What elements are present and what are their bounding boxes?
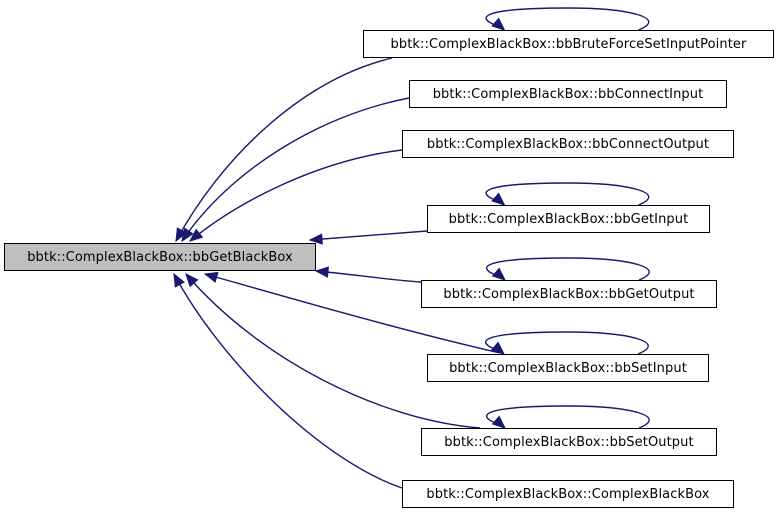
node-bbConnectInput[interactable]: bbtk::ComplexBlackBox::bbConnectInput: [409, 80, 727, 108]
self-loop-getoutput: [485, 257, 650, 281]
arrowhead-setinput: [203, 271, 219, 283]
edge-getinput-to-getblackbox: [309, 230, 428, 241]
edge-connectoutput-to-getblackbox: [189, 149, 403, 242]
edge-bruteforce-to-getblackbox: [175, 57, 393, 242]
self-loop-arrowhead-getinput: [491, 192, 506, 206]
node-bbGetOutput[interactable]: bbtk::ComplexBlackBox::bbGetOutput: [421, 280, 717, 308]
node-bbSetInput[interactable]: bbtk::ComplexBlackBox::bbSetInput: [427, 354, 709, 382]
self-loop-bruteforce: [485, 7, 650, 31]
arrowhead-ctor: [173, 272, 185, 288]
node-bbSetOutput[interactable]: bbtk::ComplexBlackBox::bbSetOutput: [421, 428, 717, 456]
arrowhead-connectinput: [181, 227, 194, 243]
self-loop-getinput: [485, 182, 650, 206]
self-loop-arrowhead-setoutput: [491, 415, 506, 429]
arrowhead-getinput: [308, 233, 323, 245]
node-bbGetInput[interactable]: bbtk::ComplexBlackBox::bbGetInput: [427, 205, 710, 233]
edge-ctor-to-getblackbox: [173, 273, 403, 489]
self-loop-setoutput: [485, 405, 650, 429]
self-loop-arrowhead-getoutput: [491, 267, 506, 281]
arrowhead-setoutput: [185, 273, 199, 288]
arrowhead-getoutput: [314, 266, 329, 278]
edge-getoutput-to-getblackbox: [315, 270, 422, 283]
arrowhead-connectoutput: [188, 228, 204, 242]
edge-setinput-to-getblackbox: [204, 273, 501, 354]
edge-connectinput-to-getblackbox: [181, 97, 410, 242]
node-bbConnectOutput[interactable]: bbtk::ComplexBlackBox::bbConnectOutput: [402, 130, 734, 158]
self-loop-arrowhead-setinput: [490, 341, 505, 355]
node-bbGetBlackBox[interactable]: bbtk::ComplexBlackBox::bbGetBlackBox: [4, 243, 316, 271]
self-loop-arrowhead-bruteforce: [491, 17, 506, 31]
node-ComplexBlackBox-constructor[interactable]: bbtk::ComplexBlackBox::ComplexBlackBox: [402, 480, 734, 508]
edge-setoutput-to-getblackbox: [185, 273, 481, 429]
self-loop-setinput: [484, 331, 649, 355]
arrowhead-bruteforce: [175, 227, 188, 243]
node-bbBruteForceSetInputPointer[interactable]: bbtk::ComplexBlackBox::bbBruteForceSetIn…: [363, 30, 774, 58]
